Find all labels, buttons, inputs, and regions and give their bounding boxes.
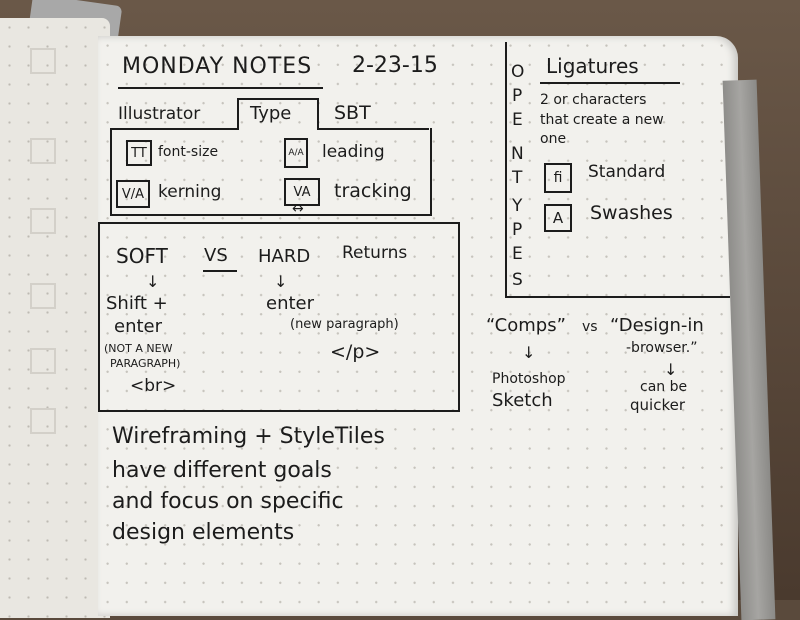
hard-note: (new paragraph) [290,317,399,332]
design-arrow: ↓ [664,360,678,379]
opentype-letter: Y [512,196,523,216]
bleed-through-box [30,138,56,164]
hard-action: enter [266,293,315,314]
bleed-through-box [30,48,56,74]
hard-arrow: ↓ [274,272,288,291]
left-notebook-page [0,18,110,618]
quicker-label-1: can be [640,379,688,395]
quicker-label-2: quicker [630,396,685,414]
tab-type: Type [250,103,292,124]
opentype-baseline [505,296,730,298]
soft-action-2: enter [114,316,163,337]
tracking-label: tracking [334,180,412,202]
opentype-letter: T [512,168,523,188]
title-underline [118,87,323,89]
soft-arrow: ↓ [146,272,160,291]
vs-underline [203,270,237,272]
soft-note-1: (NOT A NEW [104,342,173,355]
ligature-definition-1: 2 or characters [540,92,647,108]
soft-note-2: PARAGRAPH) [110,357,181,370]
swash-icon: A [544,204,572,232]
page-title: MONDAY NOTES [122,54,313,79]
bleed-through-box [30,283,56,309]
returns-label: Returns [342,243,408,263]
design-in-browser-2: -browser.” [626,340,698,356]
standard-ligature-icon: fi [544,163,572,193]
ligature-definition-3: one [540,131,567,147]
comps-vs-label: vs [582,319,598,335]
type-panel [110,128,432,216]
wireframing-line-4: design elements [112,520,295,545]
ligatures-underline [540,82,680,84]
kerning-label: kerning [158,182,222,202]
leading-icon: A/A [284,138,308,168]
sketch-label: Sketch [492,390,553,411]
ligatures-heading: Ligatures [546,54,639,78]
bleed-through-box [30,208,56,234]
swashes-label: Swashes [590,202,673,224]
ligature-definition-2: that create a new [540,112,664,128]
soft-action-1: Shift + [106,293,168,314]
opentype-divider [505,42,507,297]
kerning-icon: V/A [116,180,150,208]
hard-label: HARD [258,246,311,267]
tracking-arrow: ↔ [292,201,304,217]
soft-label: SOFT [116,244,168,268]
comps-label: “Comps” [486,315,566,336]
tracking-icon: VA [284,178,320,206]
bleed-through-box [30,408,56,434]
leading-label: leading [322,142,385,162]
tab-baseline [317,128,429,130]
vs-label: VS [204,245,228,266]
opentype-letter: P [512,220,523,240]
opentype-letter: S [512,270,523,290]
font-size-icon: TT [126,140,152,166]
opentype-letter: P [512,86,523,106]
wireframing-line-1: Wireframing + StyleTiles [112,424,385,449]
opentype-letter: E [512,244,523,264]
soft-tag: <br> [130,376,177,396]
tab-illustrator: Illustrator [118,104,201,124]
tab-baseline [110,128,237,130]
wireframing-line-3: and focus on specific [112,489,344,514]
standard-label: Standard [588,162,666,182]
wireframing-line-2: have different goals [112,458,332,483]
opentype-letter: O [511,62,525,82]
tab-type-outline [237,98,319,130]
tab-sbt: SBT [334,102,371,124]
opentype-letter: N [511,144,524,164]
font-size-label: font-size [158,144,219,160]
returns-panel [98,222,460,412]
comps-arrow: ↓ [522,343,536,362]
right-notebook-page [98,36,738,616]
page-date: 2-23-15 [352,53,438,78]
design-in-browser-1: “Design-in [610,315,704,336]
photoshop-label: Photoshop [492,371,566,387]
hard-tag: </p> [330,341,381,363]
opentype-letter: E [512,110,523,130]
bleed-through-box [30,348,56,374]
